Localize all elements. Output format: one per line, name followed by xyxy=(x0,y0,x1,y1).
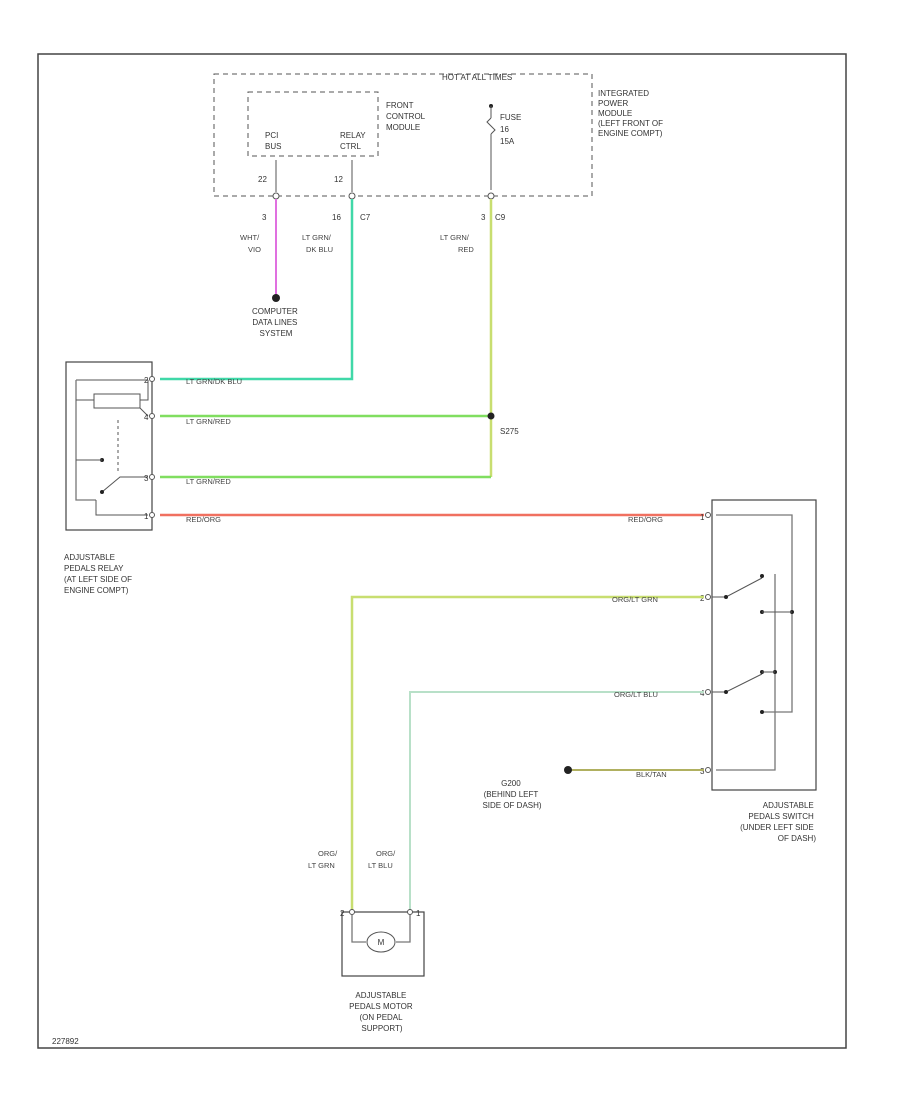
computer-data-lines-label: COMPUTER DATA LINES SYSTEM xyxy=(252,307,300,338)
connector-pin xyxy=(487,192,495,200)
ground-label: G200 (BEHIND LEFT SIDE OF DASH) xyxy=(482,779,541,810)
wire-label-4-left: RED/ORG xyxy=(186,515,221,524)
relay-wire-conn: C7 xyxy=(360,213,371,222)
motor-right-wire-color: ORG/ LT BLU xyxy=(368,849,397,870)
fcm-pin-12: 12 xyxy=(334,175,343,184)
relay-control-wire xyxy=(160,199,354,381)
fused-wire-conn: C9 xyxy=(495,213,506,222)
adjustable-pedals-motor: 2 1 M ADJUSTABLE PEDALS MOTOR (ON PEDAL … xyxy=(340,909,425,1033)
fuse-label: FUSE 16 15A xyxy=(500,113,524,146)
switch-pin-2: 2 xyxy=(700,594,705,603)
relay-pin-3: 3 xyxy=(144,474,149,483)
pci-bus-label: PCI BUS xyxy=(265,131,281,151)
ground-g200-terminal xyxy=(564,766,572,774)
splice-s275 xyxy=(487,412,495,420)
relay-ctrl-label: RELAY CTRL xyxy=(340,131,368,151)
switch-down-wire xyxy=(409,691,704,910)
diagram-frame xyxy=(37,53,847,1049)
wire-label-3: LT GRN/RED xyxy=(186,477,231,486)
switch-pin-1: 1 xyxy=(700,513,705,522)
switch-down-wire-label: ORG/LT BLU xyxy=(614,690,658,699)
ground-wire-label: BLK/TAN xyxy=(636,770,667,779)
fuse-16: FUSE 16 15A xyxy=(486,104,524,190)
relay-pin-2: 2 xyxy=(144,376,149,385)
figure-id: 227892 xyxy=(52,1037,79,1046)
relay-pin-4: 4 xyxy=(144,413,149,422)
relay-pin-1: 1 xyxy=(144,512,149,521)
motor-left-wire-color: ORG/ LT GRN xyxy=(308,849,339,870)
computer-data-lines-terminal xyxy=(272,294,280,302)
relay-title: ADJUSTABLE PEDALS RELAY (AT LEFT SIDE OF… xyxy=(64,553,134,595)
connector-pin xyxy=(348,192,356,200)
switch-up-wire xyxy=(350,595,704,910)
pci-wire-color: WHT/ VIO xyxy=(240,233,261,254)
switch-pin-3: 3 xyxy=(700,767,705,776)
adjustable-pedals-switch: 1 2 4 3 ADJUSTABLE PEDALS SWITCH (UNDER … xyxy=(700,499,817,843)
fcm-title: FRONT CONTROL MODULE xyxy=(386,101,427,132)
splice-label: S275 xyxy=(500,427,519,436)
fused-wire-color: LT GRN/ RED xyxy=(440,233,474,254)
switch-up-wire-label: ORG/LT GRN xyxy=(612,595,658,604)
motor-pin-1: 1 xyxy=(416,909,421,918)
switch-title: ADJUSTABLE PEDALS SWITCH (UNDER LEFT SID… xyxy=(740,801,816,843)
wire-label-2: LT GRN/RED xyxy=(186,417,231,426)
adjustable-pedals-relay: 2 4 3 1 ADJUSTABLE PEDALS RELAY (AT LEFT… xyxy=(64,361,155,595)
motor-symbol: M xyxy=(378,938,385,947)
fcm-pin-22: 22 xyxy=(258,175,267,184)
ipm-title: INTEGRATED POWER MODULE (LEFT FRONT OF E… xyxy=(598,89,665,138)
relay-wire-pin: 16 xyxy=(332,213,341,222)
wire-label-1: LT GRN/DK BLU xyxy=(186,377,242,386)
connector-pin xyxy=(272,192,280,200)
fused-wire-pin: 3 xyxy=(481,213,486,222)
switch-pin-4: 4 xyxy=(700,689,705,698)
motor-title: ADJUSTABLE PEDALS MOTOR (ON PEDAL SUPPOR… xyxy=(349,991,415,1033)
motor-pin-2: 2 xyxy=(340,909,345,918)
front-control-module: FRONT CONTROL MODULE PCI BUS RELAY CTRL … xyxy=(247,91,427,192)
integrated-power-module: HOT AT ALL TIMES INTEGRATED POWER MODULE… xyxy=(213,73,665,197)
pci-wire-pin: 3 xyxy=(262,213,267,222)
wire-label-4-right: RED/ORG xyxy=(628,515,663,524)
relay-wire-color: LT GRN/ DK BLU xyxy=(302,233,333,254)
hot-at-all-times-label: HOT AT ALL TIMES xyxy=(442,73,512,82)
